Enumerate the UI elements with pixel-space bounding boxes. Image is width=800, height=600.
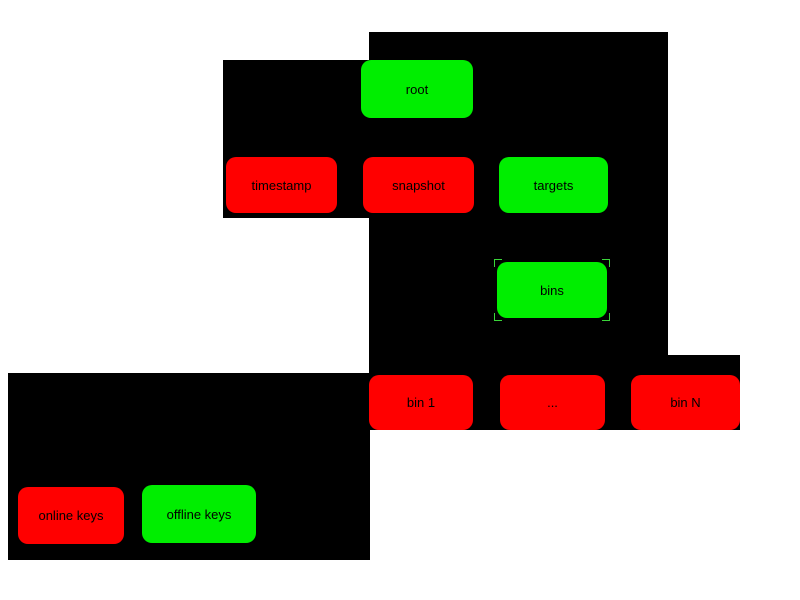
node-offline-keys[interactable]: offline keys xyxy=(142,485,256,543)
node-label-root: root xyxy=(405,81,429,97)
node-label-bin-1: bin 1 xyxy=(406,395,436,410)
node-bins[interactable]: bins xyxy=(494,259,610,321)
node-targets[interactable]: targets xyxy=(499,157,608,213)
node-label-targets: targets xyxy=(533,177,574,193)
node-bin-ellipsis[interactable]: ... xyxy=(500,375,605,430)
node-snapshot[interactable]: snapshot xyxy=(363,157,474,213)
node-label-snapshot: snapshot xyxy=(392,177,445,193)
node-online-keys[interactable]: online keys xyxy=(18,487,124,544)
node-label-online-keys: online keys xyxy=(38,508,104,523)
node-label-bins: bins xyxy=(540,282,564,298)
node-label-bin-n: bin N xyxy=(670,395,701,410)
node-label-bin-ellipsis: ... xyxy=(547,395,558,410)
node-timestamp[interactable]: timestamp xyxy=(226,157,337,213)
node-bin-1[interactable]: bin 1 xyxy=(369,375,473,430)
node-root[interactable]: root xyxy=(361,60,473,118)
node-label-timestamp: timestamp xyxy=(251,177,312,193)
node-bin-n[interactable]: bin N xyxy=(631,375,740,430)
node-label-offline-keys: offline keys xyxy=(166,506,232,522)
